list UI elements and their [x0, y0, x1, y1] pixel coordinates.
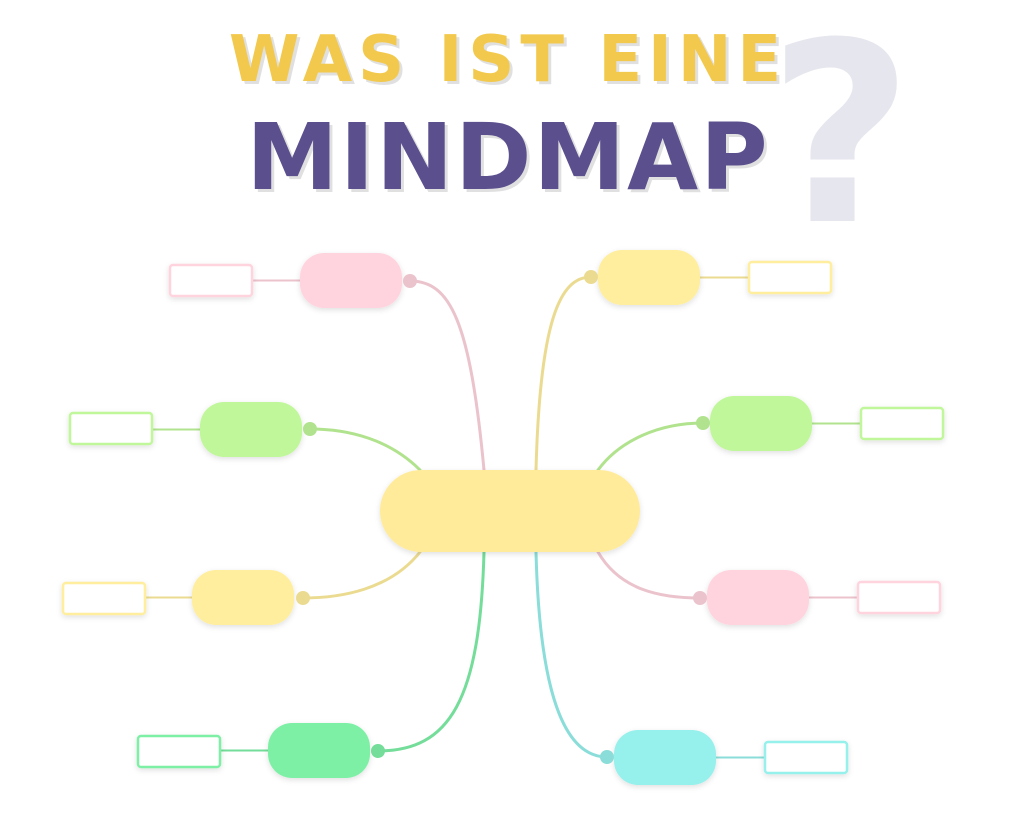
branch-top-right-node	[598, 250, 700, 305]
branch-top-left-leaf-box	[168, 263, 254, 298]
branch-mid-lower-left-connector	[301, 550, 422, 600]
branch-mid-lower-right-node	[707, 570, 809, 625]
branch-mid-upper-right-connector	[596, 421, 705, 472]
branch-mid-upper-right-dot	[696, 416, 710, 430]
question-mark-icon: ?	[768, 0, 914, 280]
branch-bottom-left-connector	[376, 550, 486, 753]
branch-top-right-dot	[584, 270, 598, 284]
branch-bottom-right-node	[614, 730, 716, 785]
branch-top-right-connector	[534, 275, 593, 472]
branch-mid-lower-right-leaf-box	[856, 580, 942, 615]
branch-mid-upper-left-dot	[303, 422, 317, 436]
branch-mid-upper-left-leaf-box	[68, 411, 154, 446]
branch-mid-upper-right-leaf-box	[859, 406, 945, 441]
branch-bottom-right-connector	[534, 550, 609, 759]
branch-mid-lower-left-leaf-box	[61, 581, 147, 616]
branch-mid-lower-left-dot	[296, 591, 310, 605]
branch-bottom-right-dot	[600, 750, 614, 764]
branch-top-left-dot	[403, 274, 417, 288]
branch-mid-lower-right-connector	[596, 550, 702, 600]
branch-top-left-connector	[408, 279, 486, 472]
title-line-2: MINDMAP	[246, 104, 770, 211]
branch-mid-lower-right-dot	[693, 591, 707, 605]
branch-mid-upper-left-connector	[308, 427, 422, 472]
branch-mid-lower-left-node	[192, 570, 294, 625]
branch-mid-upper-right-node	[710, 396, 812, 451]
branch-mid-upper-left-node	[200, 402, 302, 457]
branch-top-left-node	[300, 253, 402, 308]
branch-bottom-left-node	[268, 723, 370, 778]
central-topic-node	[380, 470, 640, 552]
branch-bottom-right-leaf-box	[763, 740, 849, 775]
branch-bottom-left-dot	[371, 744, 385, 758]
branch-bottom-left-leaf-box	[136, 734, 222, 769]
branch-top-right-leaf-box	[747, 260, 833, 295]
title-line-1: WAS IST EINE	[228, 23, 788, 97]
